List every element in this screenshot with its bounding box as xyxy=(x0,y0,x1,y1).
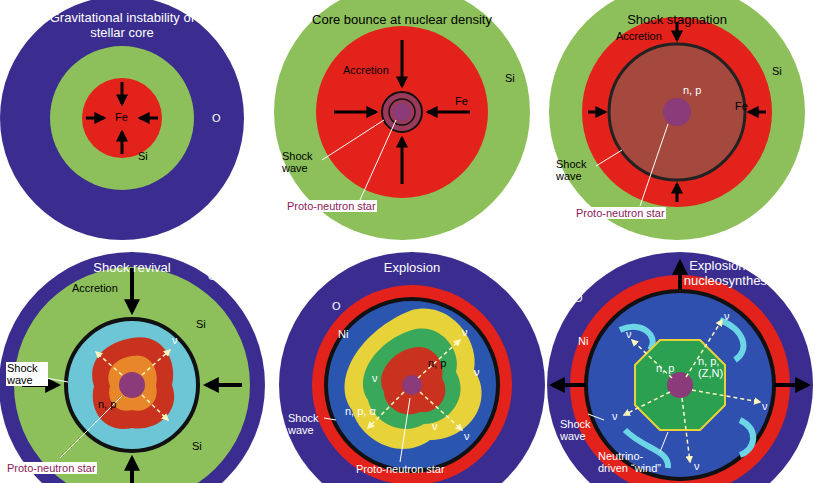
panel-title: Explosion and nucleosynthesis xyxy=(675,258,785,288)
panel-title: Shock revival xyxy=(57,260,207,275)
element-label: Fe xyxy=(115,111,128,123)
element-label: Proto-neutron star xyxy=(356,463,445,475)
element-label: n, p, α xyxy=(345,405,376,417)
element-label: ν xyxy=(694,460,700,472)
element-label: ν xyxy=(372,372,378,384)
element-label: Neutrino-driven “wind” xyxy=(598,450,668,474)
panel-revival xyxy=(0,252,265,483)
panel-explosion xyxy=(279,252,545,483)
element-label: Proto-neutron star xyxy=(6,462,97,474)
element-label: n, p, (Z,N) xyxy=(698,355,732,379)
element-label: Shock wave xyxy=(6,362,48,386)
element-label: Shock wave xyxy=(282,150,322,174)
element-label: Shock wave xyxy=(556,158,596,182)
element-label: ν xyxy=(724,310,730,322)
element-label: Si xyxy=(505,72,515,84)
element-label: Accretion xyxy=(72,282,118,294)
element-label: O xyxy=(574,292,583,304)
element-label: n, p xyxy=(683,84,701,96)
element-label: O xyxy=(212,112,221,124)
element-label: n, p xyxy=(428,357,446,369)
element-label: ν xyxy=(762,400,768,412)
panel-title: Gravitational instability of stellar cor… xyxy=(47,10,197,40)
panel-collapse xyxy=(0,0,244,240)
panel-title: Core bounce at nuclear density xyxy=(307,12,497,27)
element-label: Ni xyxy=(338,328,348,340)
panel-bounce xyxy=(274,0,530,240)
panel-title: Shock stagnation xyxy=(592,12,762,27)
element-label: n, p xyxy=(98,398,116,410)
element-label: ν xyxy=(626,328,632,340)
element-label: Shock wave xyxy=(560,418,600,442)
panel-circle: Explosion and nucleosynthesis xyxy=(547,252,813,483)
element-label: Fe xyxy=(735,100,748,112)
element-label: Accretion xyxy=(343,64,389,76)
element-label: ν xyxy=(432,420,438,432)
panel-circle: Shock stagnation xyxy=(549,0,805,240)
element-label: ν xyxy=(462,326,468,338)
panel-nucleosynthesis xyxy=(547,252,813,483)
element-label: Proto-neutron star xyxy=(286,200,377,212)
element-label: ν xyxy=(612,410,618,422)
element-label: Si xyxy=(196,318,206,330)
element-label: Accretion xyxy=(616,30,662,42)
element-label: Ni xyxy=(578,335,588,347)
element-label: Shock wave xyxy=(288,412,328,436)
element-label: Si xyxy=(138,150,148,162)
element-label: O xyxy=(208,270,217,282)
element-label: ν xyxy=(172,334,178,346)
element-label: n, p xyxy=(656,362,674,374)
element-label: Si xyxy=(772,65,782,77)
element-label: Fe xyxy=(455,95,468,107)
element-label: ν xyxy=(464,430,470,442)
element-label: Si xyxy=(192,440,202,452)
element-label: O xyxy=(332,300,341,312)
element-label: ν xyxy=(474,366,480,378)
panel-stagnation xyxy=(549,0,805,240)
panel-title: Explosion xyxy=(337,260,487,275)
panel-circle: Explosion xyxy=(279,252,545,483)
element-label: Proto-neutron star xyxy=(575,207,666,219)
